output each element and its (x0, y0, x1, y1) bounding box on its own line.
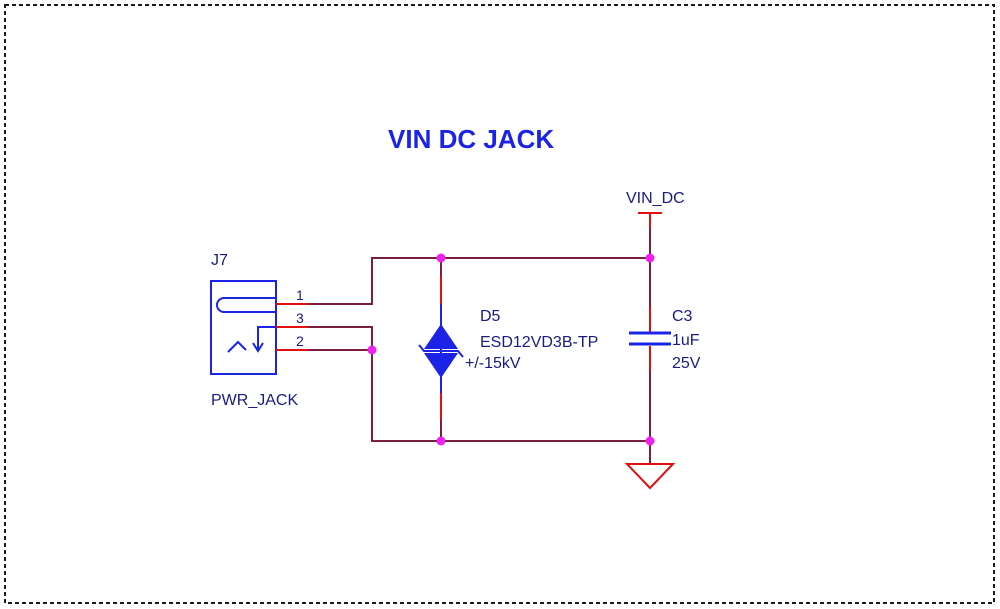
connector-barrel (216, 297, 276, 313)
junction-diode-bottom (436, 436, 446, 446)
schematic-title: VIN DC JACK (388, 124, 554, 154)
power-net-label: VIN_DC (626, 190, 685, 207)
sheet-border (4, 4, 995, 604)
junction-cap-bottom (645, 436, 655, 446)
diode-triangle-up (424, 324, 458, 349)
diode-triangle-down (424, 353, 458, 378)
pin-2-number: 2 (296, 333, 304, 349)
diode-value: ESD12VD3B-TP (480, 334, 598, 351)
junction-diode-top (436, 253, 446, 263)
wire-pin3-loop (308, 326, 373, 350)
pin-3-number: 3 (296, 310, 304, 326)
pin-1-number: 1 (296, 287, 304, 303)
cap-ref: C3 (672, 308, 693, 325)
junction-cap-top (645, 253, 655, 263)
connector-sleeve (257, 326, 276, 350)
connector-j7[interactable]: 1 3 2 J7 PWR_JACK (210, 252, 308, 409)
cap-value: 1uF (672, 332, 700, 349)
junction-pin2 (367, 345, 377, 355)
diode-bar (418, 344, 464, 358)
power-symbol-vin-dc[interactable]: VIN_DC (626, 190, 685, 228)
capacitor-c3[interactable]: C3 1uF 25V (629, 307, 701, 372)
wire-bottom-rail (371, 350, 650, 442)
cap-voltage: 25V (672, 355, 701, 372)
diode-d5[interactable]: D5 ESD12VD3B-TP +/-15kV (418, 258, 598, 441)
diode-rating: +/-15kV (465, 355, 521, 372)
ground-symbol[interactable] (624, 463, 676, 490)
connector-value: PWR_JACK (211, 392, 298, 409)
wires (308, 228, 651, 464)
junctions (367, 253, 655, 446)
ground-triangle (624, 463, 676, 490)
connector-arrow (252, 342, 264, 353)
wire-top-rail (308, 257, 650, 305)
connector-switch (227, 340, 247, 353)
connector-ref: J7 (211, 252, 228, 269)
diode-ref: D5 (480, 308, 501, 325)
